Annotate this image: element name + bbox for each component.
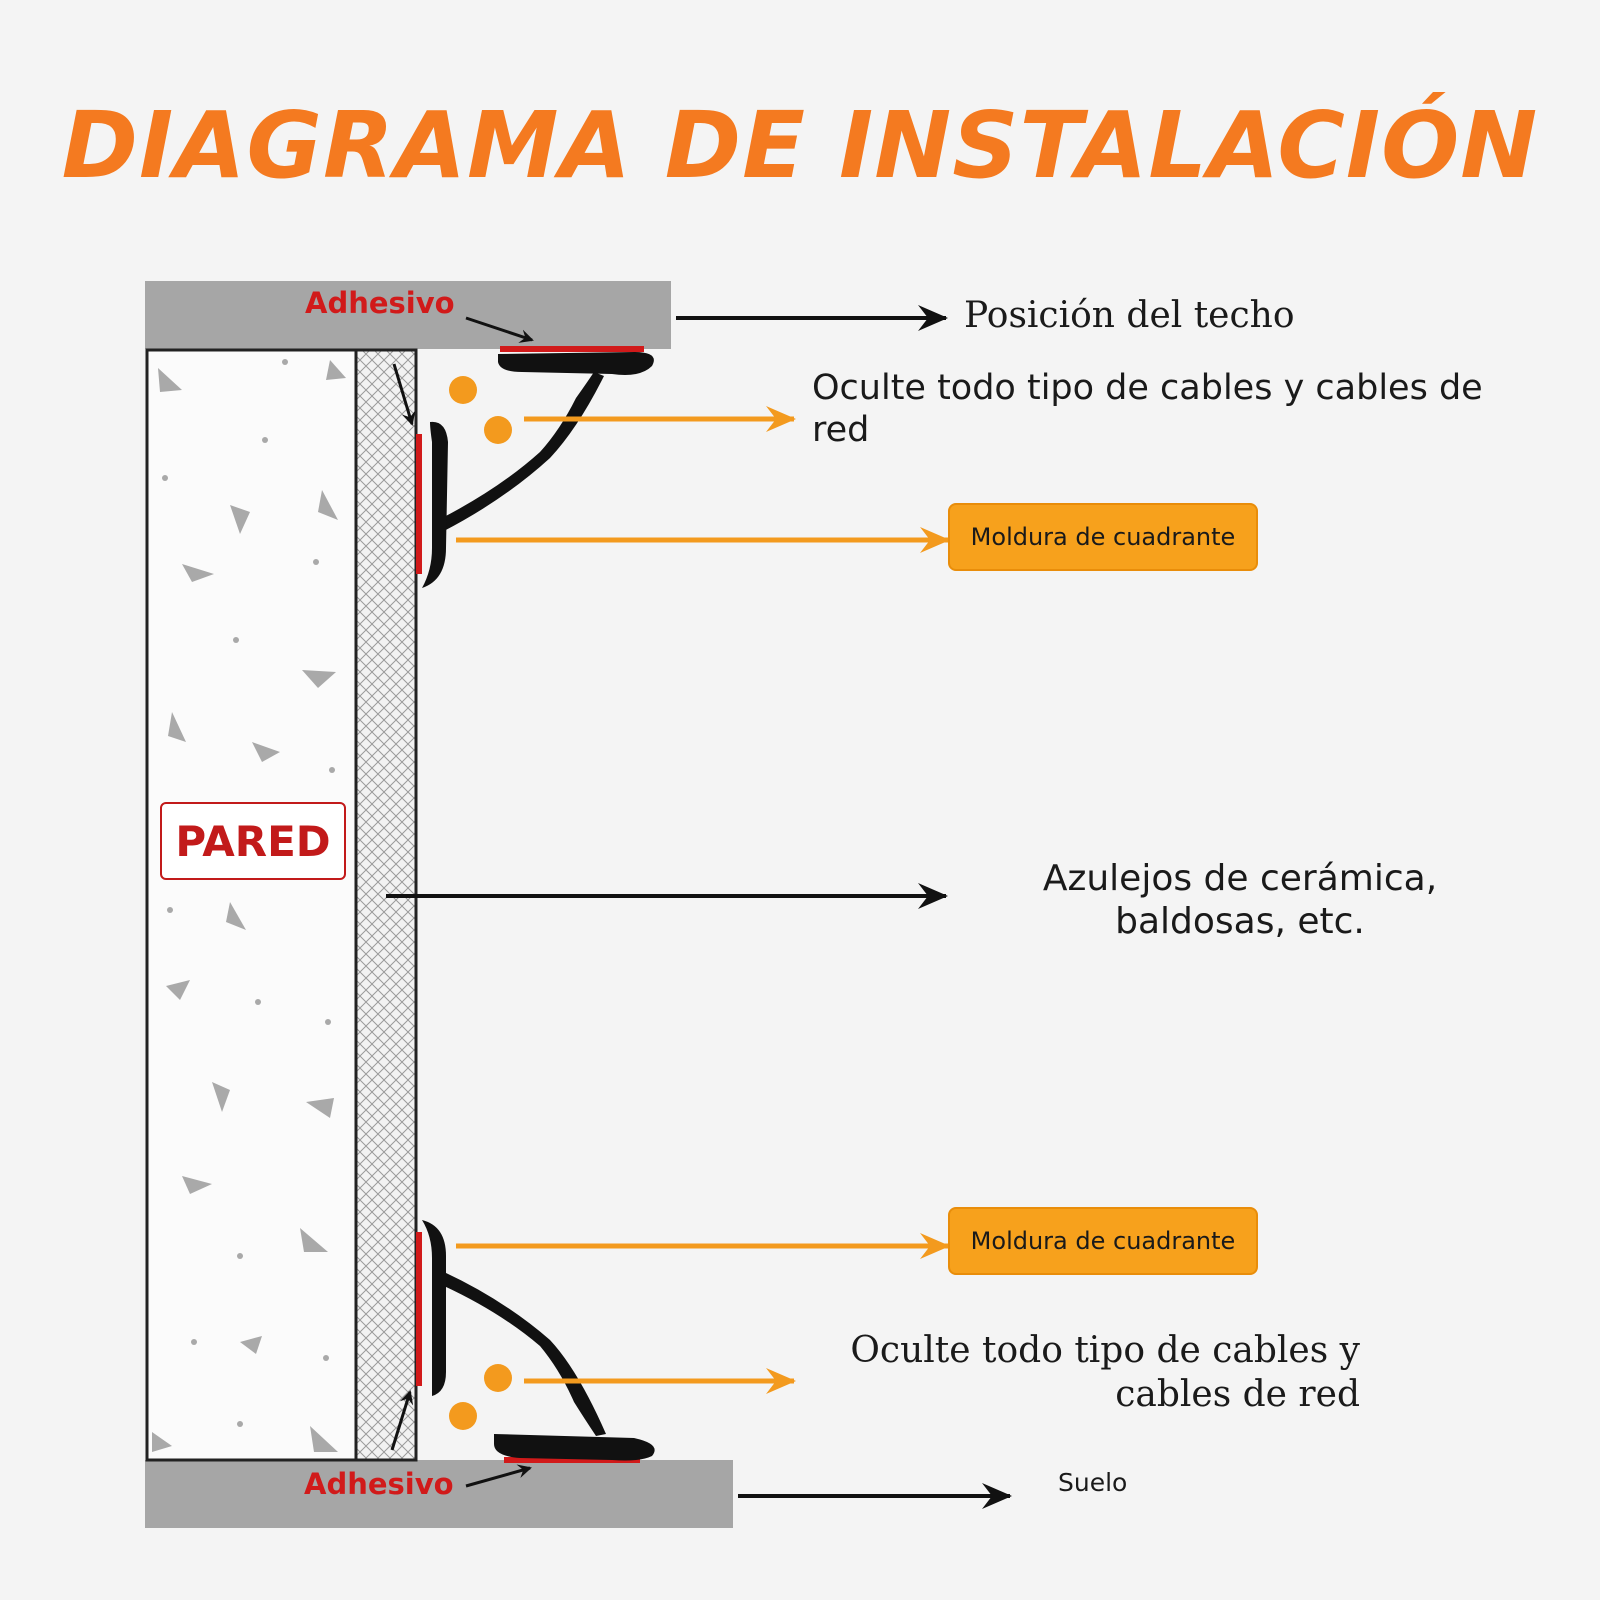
azulejos-label-line1: Azulejos de cerámica,	[1042, 858, 1438, 899]
adhesivo-top-arrow	[465, 316, 534, 343]
tile-layer	[354, 348, 418, 1462]
techo-label: Posición del techo	[964, 295, 1295, 336]
wall-texture	[152, 359, 346, 1452]
cables-bottom-label-line2: cables de red	[1115, 1374, 1360, 1415]
cables-bottom-label-line1: Oculte todo tipo de cables y	[850, 1330, 1360, 1371]
quadrant-molding-top	[422, 352, 654, 588]
adhesivo-wall-bottom-arrow	[390, 1390, 414, 1451]
adhesivo-wall-top-arrow	[392, 363, 416, 426]
ceiling-slab	[145, 281, 671, 349]
suelo-label: Suelo	[1058, 1468, 1128, 1497]
moldura-bottom-badge: Moldura de cuadrante	[948, 1207, 1258, 1275]
floor-slab	[145, 1460, 733, 1528]
quadrant-molding-bottom	[422, 1220, 655, 1461]
wall-block	[145, 348, 358, 1462]
pared-label: PARED	[160, 802, 346, 880]
cables-top-label-line2: red	[812, 410, 870, 450]
adhesivo-bottom-arrow	[465, 1464, 532, 1488]
cable-dots	[449, 376, 512, 1430]
azulejos-label-line2: baldosas, etc.	[1115, 901, 1365, 942]
adhesivo-bottom-label: Adhesivo	[304, 1467, 454, 1501]
moldura-top-badge: Moldura de cuadrante	[948, 503, 1258, 571]
cables-top-label-line1: Oculte todo tipo de cables y cables de	[812, 368, 1483, 408]
adhesivo-top-label: Adhesivo	[305, 286, 455, 320]
diagram-title: DIAGRAMA DE INSTALACIÓN	[61, 92, 1539, 199]
